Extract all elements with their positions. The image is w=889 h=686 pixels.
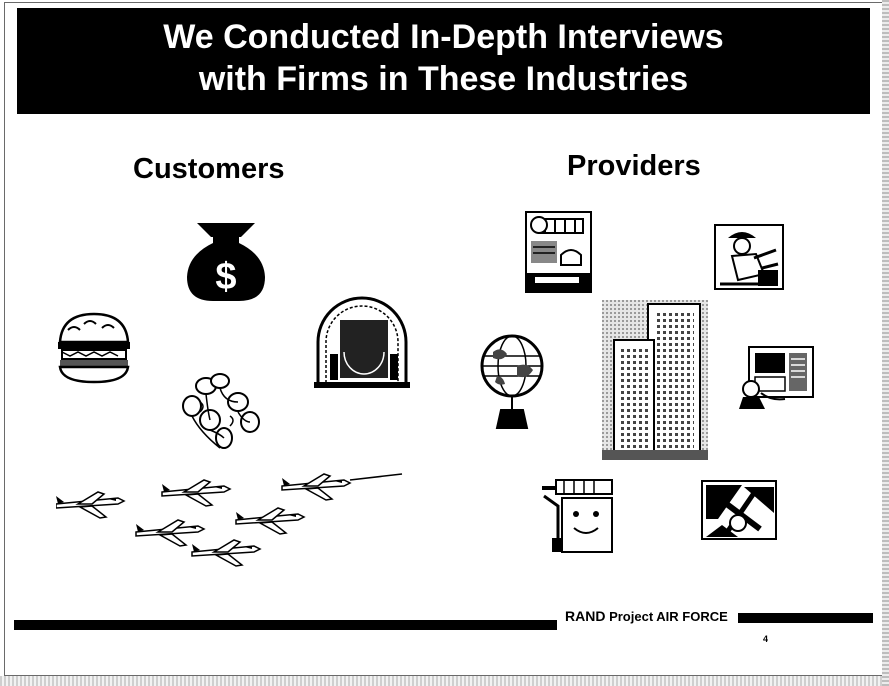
footer-bar-right [738,613,873,623]
footer-label: RAND Project AIR FORCE [565,608,728,624]
globe-icon [480,334,544,429]
slide-page [4,2,883,676]
tools-icon [701,480,777,540]
computer-technician-icon [739,346,814,409]
providers-heading: Providers [567,150,701,182]
page-number: 4 [763,634,769,644]
construction-worker-icon [714,224,784,290]
footer-bar-left [14,620,557,630]
office-building-icon [602,300,708,460]
hamburger-icon [58,312,130,384]
money-bag-icon: $ [187,223,265,301]
scan-edge-right [882,0,889,686]
customers-heading: Customers [133,153,285,185]
slide-title: We Conducted In-Depth Interviews with Fi… [163,18,724,98]
footer-org: RAND [565,608,606,624]
flowers-icon [182,373,260,449]
svg-text:$: $ [215,256,236,298]
scan-edge [0,676,889,686]
cd-player-icon [314,296,410,388]
footer-program: Project AIR FORCE [609,609,728,624]
fighter-jets-icon [56,473,403,567]
kitchen-icon [525,211,592,293]
title-bar: We Conducted In-Depth Interviews with Fi… [17,8,870,114]
paint-roller-icon [542,479,613,553]
